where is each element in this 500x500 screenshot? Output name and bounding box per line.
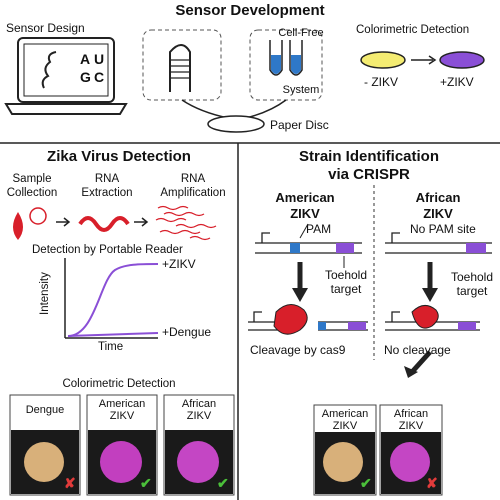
dengue-curve <box>67 332 159 337</box>
paper-disc-label: Paper Disc <box>270 118 329 132</box>
rna-hairpin-icon <box>169 44 191 92</box>
strain-title-line2: via CRISPR <box>328 166 410 183</box>
laptop-letter-u: U <box>94 51 105 67</box>
arrow-hairpin-to-disc <box>181 99 229 119</box>
cleavage-label: Cleavage by cas9 <box>250 343 346 357</box>
african-result-frame <box>379 404 443 496</box>
x-mark-icon: ✘ <box>64 475 76 491</box>
african-dna-icon <box>385 232 492 254</box>
cas9-icon <box>273 304 308 335</box>
check-mark-icon: ✔ <box>217 475 229 491</box>
laptop-letter-a: A <box>80 51 91 67</box>
sensor-design-label: Sensor Design <box>6 21 85 35</box>
zika-detection-title: Zika Virus Detection <box>47 148 191 165</box>
laptop-letter-c: C <box>94 69 105 85</box>
reader-plot <box>64 258 159 339</box>
pam-label: PAM <box>306 222 332 236</box>
sensor-development-title: Sensor Development <box>175 2 325 19</box>
amplified-rna-icon <box>155 205 217 241</box>
american-result-frame <box>313 404 377 496</box>
cas9-african-icon <box>411 305 439 329</box>
no-cleavage-label: No cleavage <box>384 343 451 357</box>
american-dna-icon <box>255 232 362 254</box>
dengue-panel-frame <box>9 394 81 496</box>
pam-pointer <box>299 223 309 239</box>
rna-strand-icon <box>78 216 130 232</box>
reader-title: Detection by Portable Reader <box>32 244 183 256</box>
paper-disc-icon <box>207 115 265 133</box>
neg-zikv-label: - ZIKV <box>364 75 399 89</box>
curve-zikv-label: +ZIKV <box>162 257 196 271</box>
positive-disc-icon <box>439 51 485 69</box>
strain-title-line1: Strain Identification <box>298 148 439 165</box>
laptop-icon <box>4 37 128 115</box>
arrow-to-results <box>410 350 432 374</box>
check-mark-icon: ✔ <box>140 475 152 491</box>
sample-label-dengue: Dengue <box>25 404 65 416</box>
cleaved-dna-icon <box>248 311 368 331</box>
american-panel-frame <box>86 394 158 496</box>
african-disc <box>177 441 219 483</box>
no-pam-label: No PAM site <box>410 222 476 236</box>
american-disc <box>100 441 142 483</box>
reader-xlabel: Time <box>98 341 124 353</box>
x-mark-icon: ✘ <box>426 475 438 491</box>
check-mark-icon: ✔ <box>360 475 372 491</box>
laptop-letter-g: G <box>80 69 91 85</box>
zikv-curve <box>67 263 159 337</box>
negative-disc-icon <box>360 51 406 69</box>
arrow-system-to-disc <box>245 99 287 119</box>
pos-zikv-label: +ZIKV <box>440 75 474 89</box>
colorimetric-bottom-title: Colorimetric Detection <box>62 378 176 390</box>
cell-free-label: Cell-Free <box>278 27 324 39</box>
american-result-disc <box>323 442 363 482</box>
curve-dengue-label: +Dengue <box>162 325 212 339</box>
blood-drop-icon <box>13 212 23 240</box>
reader-ylabel: Intensity <box>39 272 51 315</box>
african-result-disc <box>390 442 430 482</box>
dengue-disc <box>24 442 64 482</box>
hairpin-box <box>142 29 222 101</box>
lancet-icon <box>29 207 47 225</box>
african-panel-frame <box>163 394 235 496</box>
system-label: System <box>282 84 320 96</box>
test-tubes-icon <box>269 40 303 76</box>
colorimetric-top-title: Colorimetric Detection <box>356 24 470 36</box>
